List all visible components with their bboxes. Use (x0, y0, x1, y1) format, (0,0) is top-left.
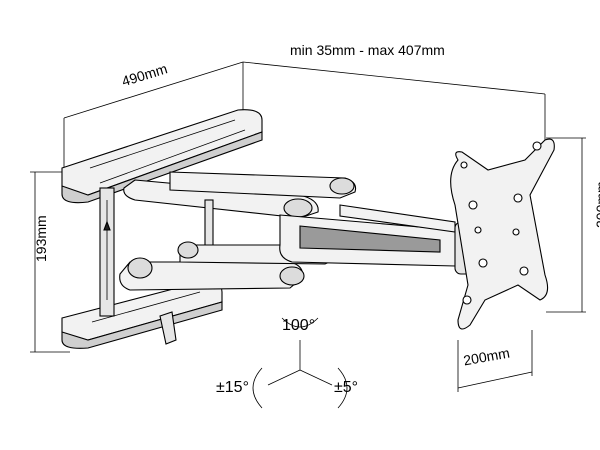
dimension-200-vertical-lines (546, 137, 586, 313)
depth-dimension-label: 490mm (120, 60, 169, 89)
wall-plate (61, 109, 263, 349)
centre-arm (279, 204, 474, 275)
dimension-extension-lines (242, 61, 546, 150)
swivel-angle-label: 100° (282, 317, 315, 334)
tilt-right-angle-label: ±5° (334, 379, 358, 396)
height-dimension-label: 193mm (33, 215, 49, 262)
vesa-plate (450, 138, 555, 330)
tilt-left-angle-label: ±15° (216, 379, 249, 396)
extension-dimension-label: min 35mm - max 407mm (290, 42, 445, 58)
dimension-490-lines (63, 61, 244, 175)
vesa-vertical-label: 200mm (593, 181, 600, 228)
upper-arm (123, 171, 357, 249)
dimension-200-horizontal-lines (457, 330, 533, 392)
vesa-horizontal-label: 200mm (462, 345, 511, 369)
angle-indicator (252, 317, 348, 409)
